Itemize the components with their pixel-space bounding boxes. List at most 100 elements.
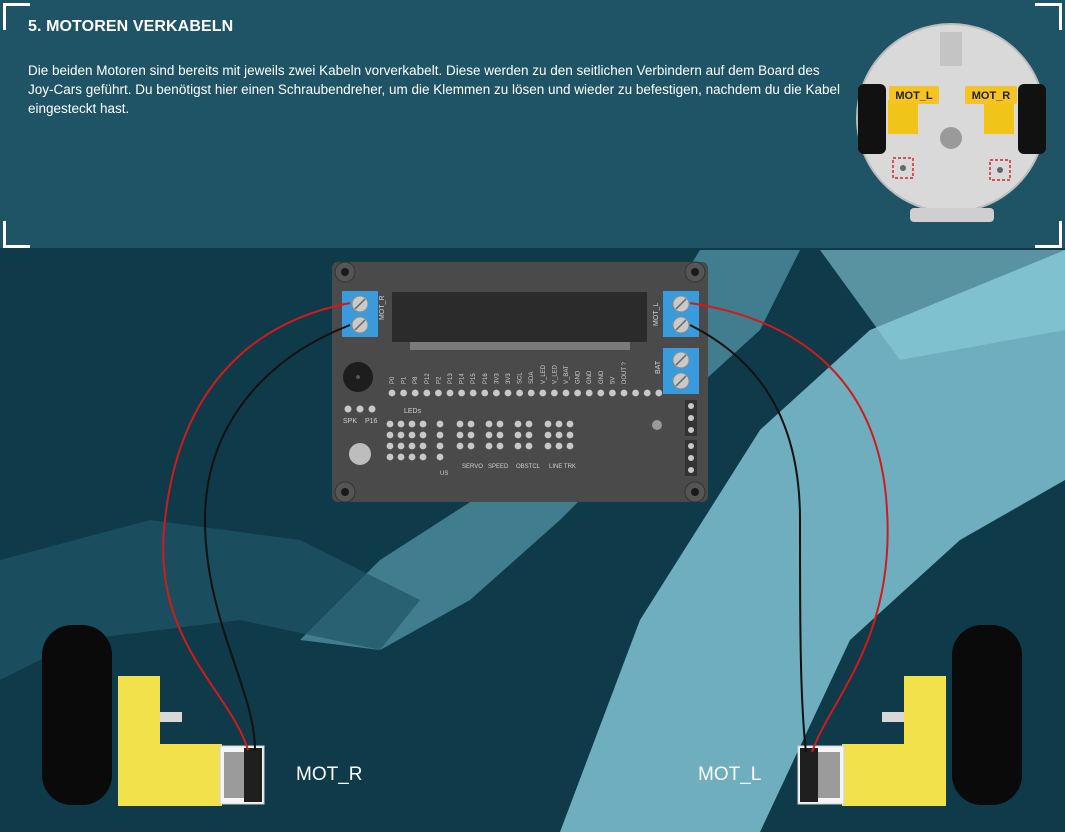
grid-pin — [397, 442, 405, 450]
header-pin-label: P12 — [425, 373, 431, 384]
wire-red-left-motor — [689, 302, 889, 753]
grid-pin — [467, 431, 475, 439]
header-pin — [388, 389, 396, 397]
header-pin — [469, 389, 477, 397]
wire-red-right-motor — [162, 302, 351, 751]
bottom-labels: SERVO SPEED OBSTCL LINE TRK US — [440, 464, 576, 477]
grid-pin — [544, 420, 552, 428]
grid-pin — [555, 431, 563, 439]
grid-pin — [544, 442, 552, 450]
grid-pin — [419, 420, 427, 428]
grid-pin — [496, 442, 504, 450]
grid-pin — [419, 453, 427, 461]
microbit-slot — [392, 292, 647, 342]
grid-pin — [525, 431, 533, 439]
header-pin-label: GND — [587, 370, 593, 384]
motor-caption-mot-l: MOT_L — [698, 764, 761, 785]
header-pin — [597, 389, 605, 397]
grid-pin — [386, 442, 394, 450]
header-pin — [504, 389, 512, 397]
grid-pin — [525, 442, 533, 450]
header-pin-label: P15 — [471, 373, 477, 384]
pin-header-row — [388, 389, 663, 397]
speaker-pins: SPK P16 — [343, 405, 378, 425]
header-pin-label: GND — [576, 370, 582, 384]
header-pin — [458, 389, 465, 397]
header-pin-label: P1 — [402, 376, 408, 384]
label-leds: LEDs — [404, 408, 422, 415]
header-pin-label: SDA — [529, 372, 535, 384]
grid-pin — [514, 442, 522, 450]
corner-bracket-top-left — [3, 3, 30, 30]
grid-pin — [408, 453, 416, 461]
grid-pin — [467, 420, 475, 428]
header-pin-label: 5V — [610, 377, 616, 384]
label-servo: SERVO — [462, 464, 483, 470]
grid-pin — [408, 442, 416, 450]
grid-pin — [397, 420, 405, 428]
grid-pin — [386, 431, 394, 439]
grid-pin — [514, 420, 522, 428]
grid-pin — [555, 442, 563, 450]
terminal-mot-l[interactable]: MOT_L — [653, 291, 699, 337]
step-title: 5. MOTOREN VERKABELN — [28, 18, 234, 35]
grid-pin — [456, 442, 464, 450]
label-obstcl: OBSTCL — [516, 464, 541, 470]
power-switch[interactable] — [652, 400, 697, 476]
terminal-mot-l-label: MOT_L — [653, 303, 660, 326]
header-pin — [400, 389, 407, 397]
grid-pin — [566, 420, 574, 428]
terminal-bat[interactable]: BAT — [655, 348, 699, 394]
header-pin-label: P13 — [448, 373, 454, 384]
header-pin — [423, 389, 431, 397]
corner-bracket-top-right — [1035, 3, 1062, 30]
header-pin-label: P2 — [436, 376, 442, 384]
wires — [162, 302, 889, 753]
header-pin-label: DOUT ? — [622, 361, 628, 384]
wire-black-right-motor — [203, 324, 351, 751]
group-labels: LEDs — [404, 408, 422, 415]
terminal-mot-r[interactable]: MOT_R — [342, 291, 386, 337]
motor-caption-mot-r: MOT_R — [296, 764, 363, 785]
header-pin-label: GND — [599, 370, 605, 384]
label-spk: SPK — [343, 418, 357, 425]
sensor-pin-grids — [386, 420, 574, 461]
header-pin — [435, 389, 442, 397]
corner-bracket-bottom-left — [3, 221, 30, 248]
grid-pin — [408, 420, 416, 428]
grid-pin — [436, 431, 444, 439]
grid-pin — [436, 453, 444, 461]
grid-pin — [514, 431, 522, 439]
grid-pin — [496, 420, 504, 428]
header-pin-label: V_LED — [541, 364, 547, 384]
grid-pin — [496, 431, 504, 439]
grid-pin — [386, 453, 394, 461]
header-pin — [632, 389, 639, 397]
reset-button[interactable] — [349, 443, 371, 465]
wire-black-left-motor — [689, 324, 807, 753]
header-pin — [481, 389, 489, 397]
tag-mot-l: MOT_L — [889, 86, 939, 104]
step-description: Die beiden Motoren sind bereits mit jewe… — [28, 63, 840, 116]
grid-pin — [456, 431, 464, 439]
header-pin-label: 3V3 — [494, 373, 500, 384]
grid-pin — [544, 431, 552, 439]
label-speed: SPEED — [488, 464, 509, 470]
grid-pin — [485, 431, 493, 439]
header-pin-label: P14 — [460, 373, 466, 384]
grid-pin — [436, 442, 444, 450]
header-pin — [516, 389, 523, 397]
grid-pin — [397, 431, 405, 439]
header-pin — [411, 389, 419, 397]
grid-pin — [436, 420, 444, 428]
header-pin-label: P16 — [483, 373, 489, 384]
grid-pin — [566, 442, 574, 450]
header-pin-label: V_LED — [552, 364, 558, 384]
motor-right-assembly: MOT_R — [42, 625, 363, 806]
tag-mot-r: MOT_R — [965, 86, 1017, 104]
corner-bracket-bottom-right — [1035, 221, 1062, 248]
grid-pin — [419, 431, 427, 439]
tag-mot-l-text: MOT_L — [895, 90, 933, 102]
